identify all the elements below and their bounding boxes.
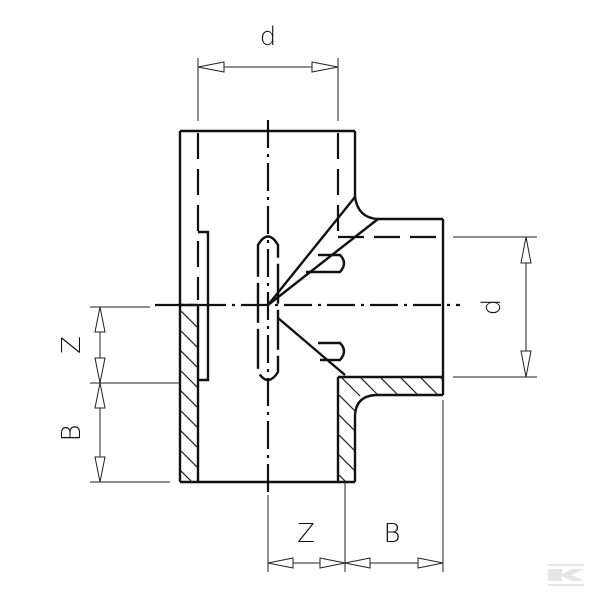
label-left-z: Z: [57, 336, 87, 354]
label-bottom-z: Z: [297, 519, 315, 549]
center-slot: [256, 235, 280, 382]
section-hatching: [181, 310, 442, 482]
left-dimensions: [90, 306, 180, 483]
branch-cone: [267, 196, 379, 376]
center-lines: [155, 120, 460, 492]
label-right-d: d: [477, 299, 507, 316]
main-body: [178, 129, 445, 484]
right-dimension: [453, 236, 537, 378]
brand-k-logo-icon: [548, 564, 584, 586]
top-dimension: [197, 58, 339, 121]
label-left-b: B: [57, 424, 87, 441]
label-bottom-b: B: [383, 519, 400, 549]
bottom-dimensions: [267, 400, 444, 572]
label-top-d: d: [260, 22, 277, 52]
